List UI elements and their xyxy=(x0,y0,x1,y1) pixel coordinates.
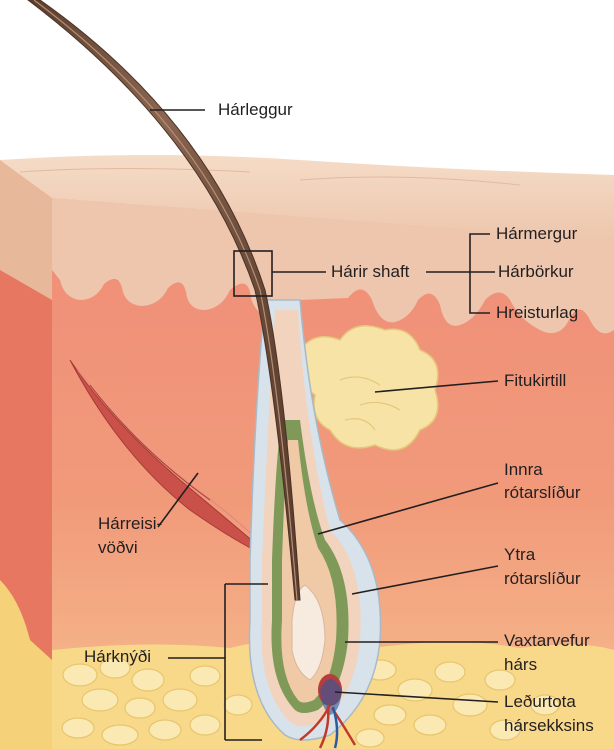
hair-shaft-inset-box xyxy=(233,250,273,297)
epidermis xyxy=(0,155,614,334)
leader-fitukirtill xyxy=(374,380,499,393)
leader-lines xyxy=(150,109,499,741)
label-vaxtarvefur-1: Vaxtarvefur xyxy=(504,631,590,650)
hair-shaft xyxy=(27,0,301,601)
label-harleggur: Hárleggur xyxy=(218,100,293,119)
label-ytra-2: rótarslíður xyxy=(504,569,581,588)
label-vaxtarvefur-2: hárs xyxy=(504,655,538,674)
label-harreisi-1: Hárreisi- xyxy=(98,514,163,533)
label-fitukirtill: Fitukirtill xyxy=(504,371,567,390)
skin-block-side xyxy=(0,160,52,749)
label-ytra-1: Ytra xyxy=(504,545,536,564)
leader-innra xyxy=(317,482,499,535)
label-harreisi-2: vöðvi xyxy=(98,538,138,557)
label-harborkur: Hárbörkur xyxy=(498,262,574,281)
leader-ytra xyxy=(351,565,499,595)
label-innra-2: rótarslíður xyxy=(504,483,581,502)
label-harmergur: Hármergur xyxy=(496,224,578,243)
leader-leourtota xyxy=(334,691,499,703)
leader-bracket xyxy=(469,233,490,314)
leader-harreisi xyxy=(157,472,199,528)
label-leourtota-2: hársekksins xyxy=(504,716,594,735)
label-leourtota-1: Leðurtota xyxy=(504,692,576,711)
dermis xyxy=(52,198,614,749)
label-hreisturlag: Hreisturlag xyxy=(496,303,579,322)
label-harknydi: Hárknýði xyxy=(84,647,152,666)
label-innra-1: Innra xyxy=(504,460,543,479)
label-harir-shaft: Hárir shaft xyxy=(331,262,410,281)
